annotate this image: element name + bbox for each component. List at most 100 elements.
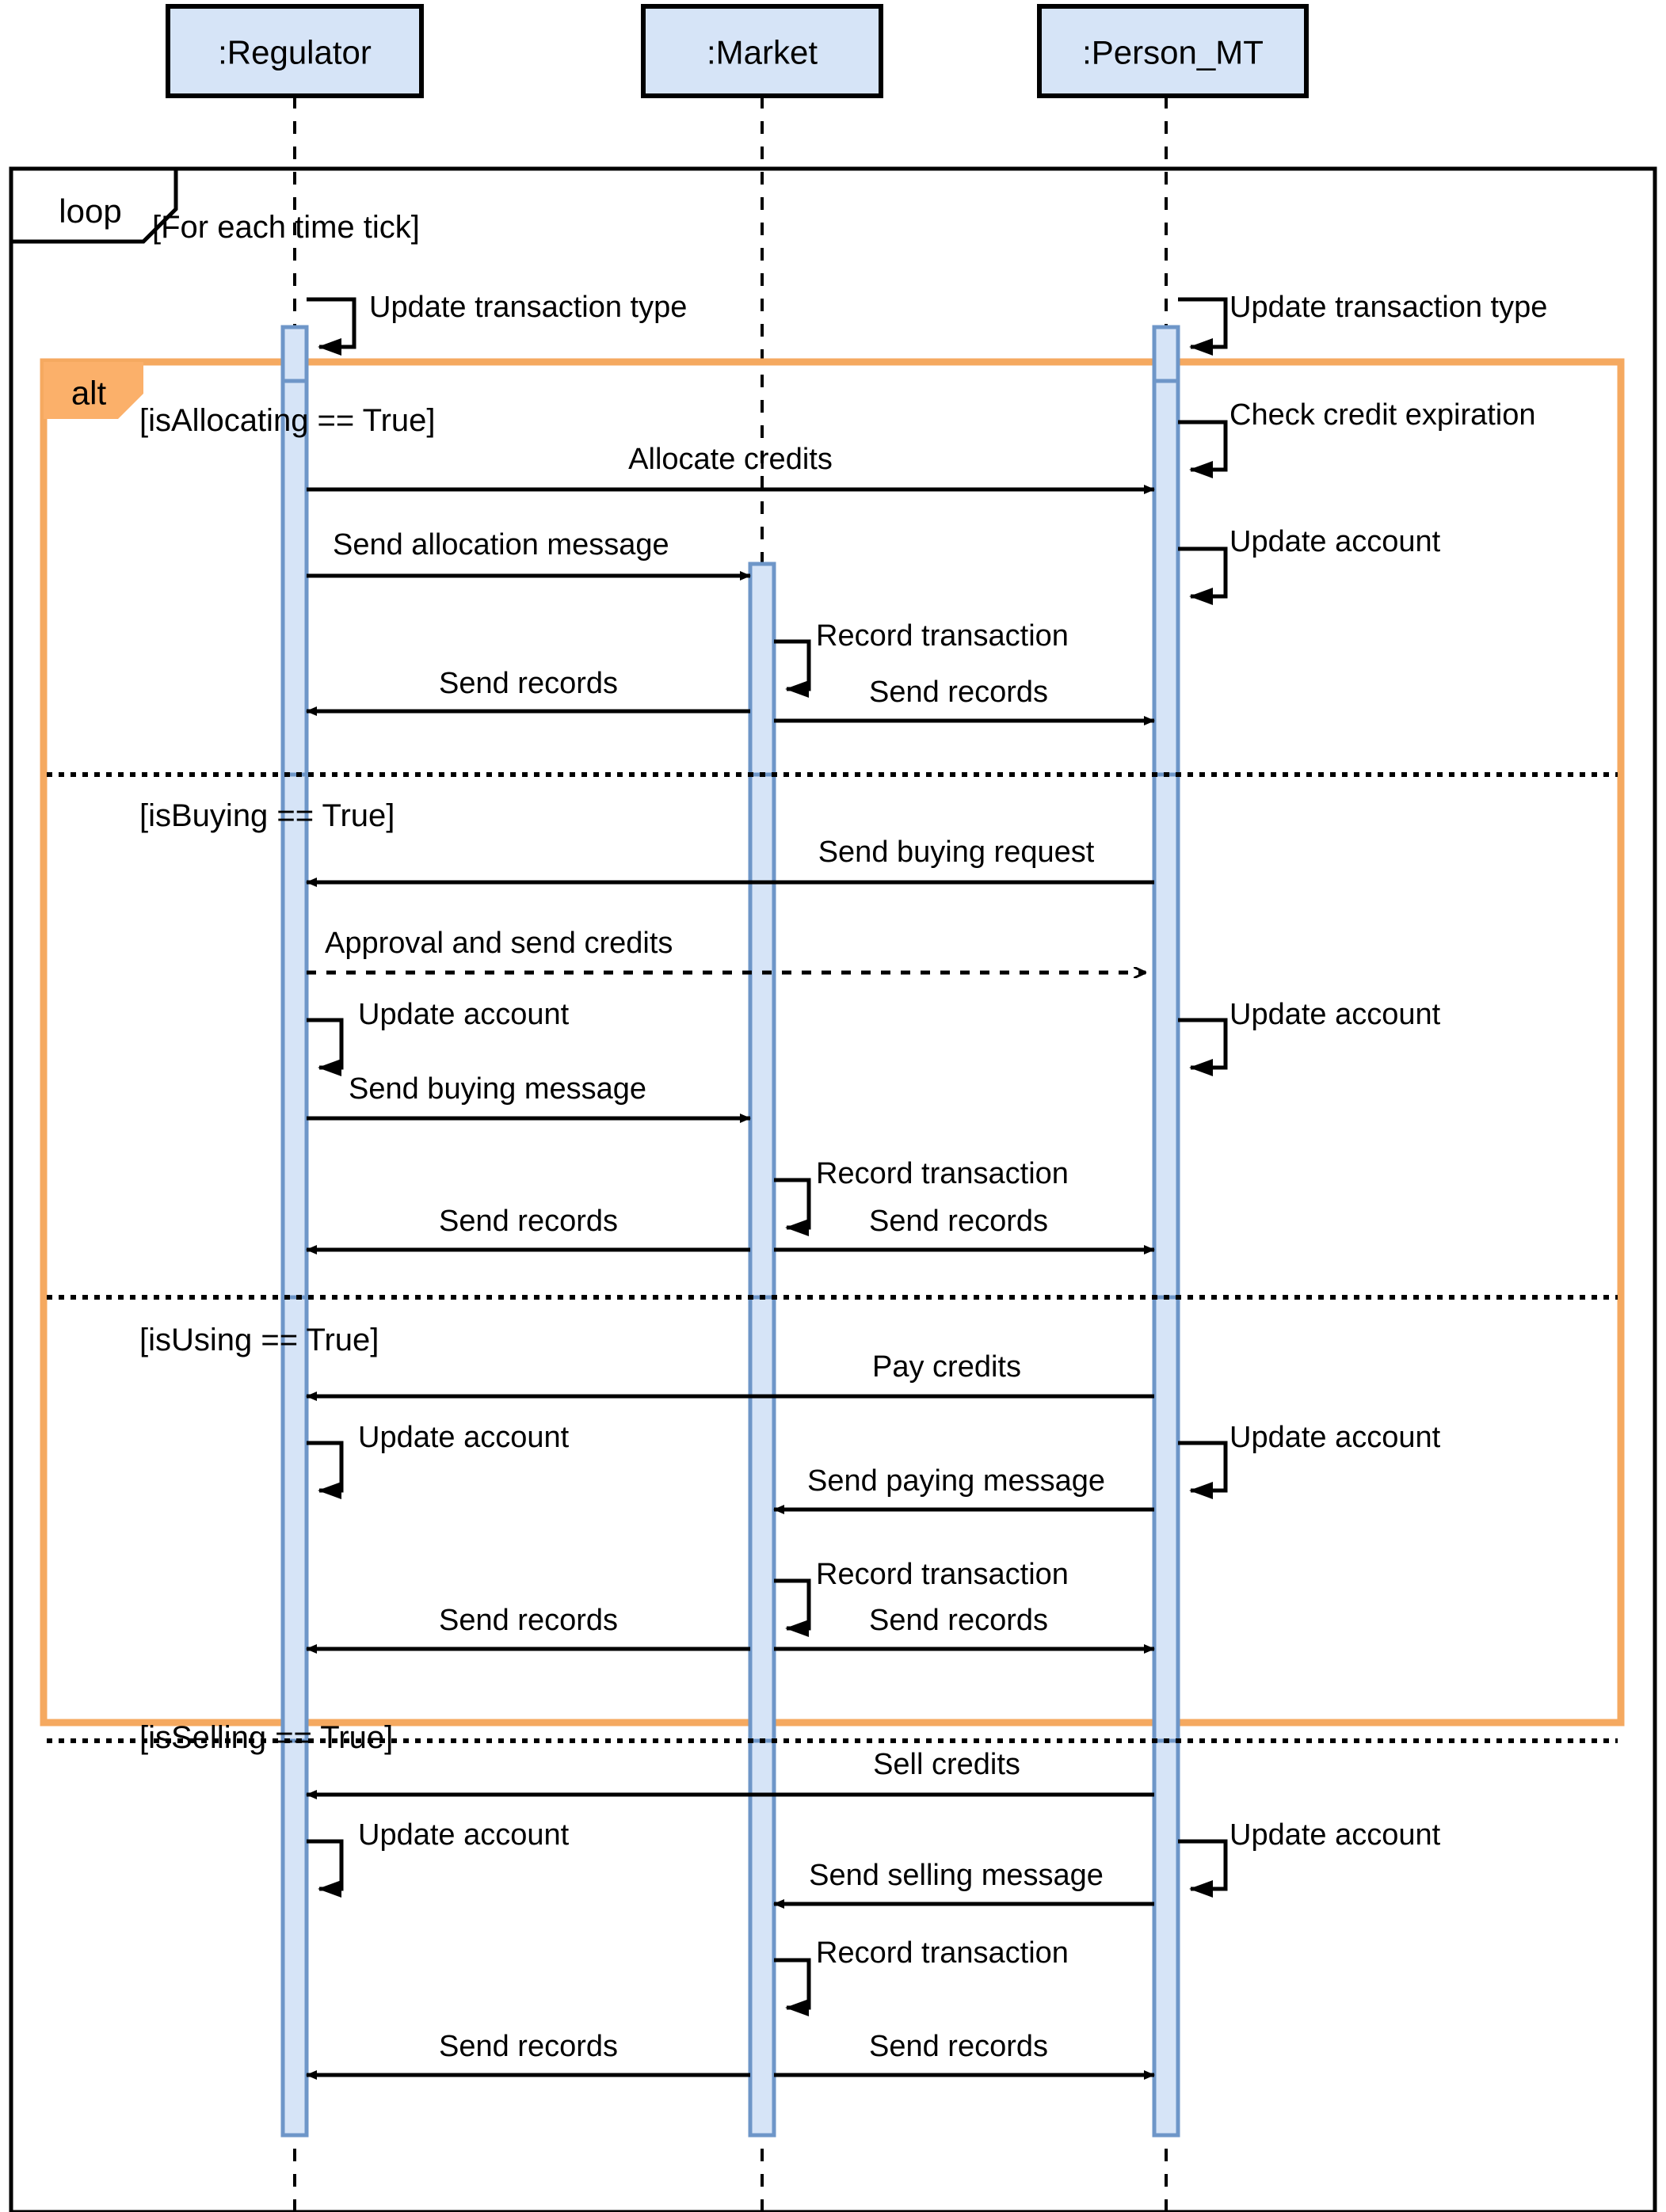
activation-market-3 bbox=[748, 1295, 776, 1743]
msg-self-update-account-person-2-arrow bbox=[1178, 1018, 1228, 1076]
loop-frame-guard: [For each time tick] bbox=[152, 210, 420, 245]
loop-frame-label: loop bbox=[59, 192, 121, 230]
msg-self-record-transaction-2-label: Record transaction bbox=[816, 1157, 1069, 1190]
msg-approval-and-send-credits: Approval and send credits bbox=[307, 927, 1146, 973]
msg-self-update-account-person-2: Update account bbox=[1178, 998, 1441, 1076]
msg-send-records-person-2: Send records bbox=[774, 1205, 1155, 1254]
msg-send-records-regulator-4-label: Send records bbox=[439, 2030, 618, 2063]
msg-send-allocation-message-label: Send allocation message bbox=[333, 528, 669, 562]
msg-send-buying-request-label: Send buying request bbox=[818, 836, 1095, 869]
activation-market-2 bbox=[748, 772, 776, 1300]
msg-send-buying-message-label: Send buying message bbox=[349, 1072, 646, 1106]
messages-group: Update transaction type Update transactio… bbox=[306, 291, 1547, 2080]
msg-sell-credits: Sell credits bbox=[306, 1748, 1154, 1799]
msg-send-records-person-4: Send records bbox=[774, 2030, 1155, 2080]
activation-market-1 bbox=[748, 562, 776, 777]
msg-send-records-person-4-label: Send records bbox=[869, 2030, 1048, 2063]
alt-frame-label: alt bbox=[71, 374, 107, 411]
msg-self-update-account-person-4-label: Update account bbox=[1229, 1818, 1441, 1852]
msg-approval-and-send-credits-label: Approval and send credits bbox=[325, 927, 673, 960]
msg-send-paying-message-label: Send paying message bbox=[807, 1464, 1105, 1498]
alt-fragment-selling-guard: [isSelling == True] bbox=[139, 1720, 393, 1755]
msg-self-update-account-person-3-arrow bbox=[1178, 1441, 1228, 1499]
msg-self-update-account-regulator-2: Update account bbox=[307, 998, 570, 1076]
msg-self-record-transaction-4-arrow bbox=[774, 1958, 811, 2016]
activation-regulator-5 bbox=[280, 1738, 309, 2138]
msg-allocate-credits: Allocate credits bbox=[307, 443, 1155, 494]
participant-box-regulator[interactable] bbox=[166, 4, 424, 98]
msg-self-update-transaction-type-person: Update transaction type bbox=[1178, 291, 1547, 356]
msg-self-update-account-person-3: Update account bbox=[1178, 1421, 1441, 1499]
msg-send-records-person-1-label: Send records bbox=[869, 676, 1048, 709]
activation-regulator-4 bbox=[280, 1295, 309, 1743]
frames-group: loop [For each time tick] alt bbox=[9, 166, 1657, 2212]
msg-self-check-credit-expiration-label: Check credit expiration bbox=[1229, 398, 1536, 432]
msg-self-update-account-regulator-4-label: Update account bbox=[358, 1818, 570, 1852]
msg-self-update-account-person-4: Update account bbox=[1178, 1818, 1441, 1898]
msg-self-update-account-person-1-label: Update account bbox=[1229, 525, 1441, 558]
participant-label-market: :Market bbox=[707, 33, 818, 70]
msg-send-paying-message: Send paying message bbox=[773, 1464, 1154, 1514]
msg-send-selling-message-label: Send selling message bbox=[809, 1859, 1104, 1892]
msg-self-update-account-regulator-4: Update account bbox=[307, 1818, 570, 1898]
msg-send-selling-message: Send selling message bbox=[773, 1859, 1154, 1909]
msg-sell-credits-label: Sell credits bbox=[873, 1748, 1020, 1781]
alt-frame-label-tab bbox=[44, 362, 143, 419]
msg-send-records-person-1: Send records bbox=[774, 676, 1155, 725]
alt-fragment-buying-guard: [isBuying == True] bbox=[139, 798, 395, 833]
msg-self-update-transaction-type-regulator: Update transaction type bbox=[307, 291, 687, 356]
msg-self-update-account-regulator-2-label: Update account bbox=[358, 998, 570, 1031]
msg-self-update-account-regulator-2-arrow bbox=[307, 1018, 344, 1076]
msg-send-records-regulator-1: Send records bbox=[306, 667, 750, 716]
activation-person-4 bbox=[1152, 1295, 1180, 1743]
msg-self-check-credit-expiration: Check credit expiration bbox=[1178, 398, 1536, 478]
msg-allocate-credits-label: Allocate credits bbox=[628, 443, 833, 476]
guards-group: [isAllocating == True] [isBuying == True]… bbox=[139, 403, 436, 1755]
msg-self-update-transaction-type-person-label: Update transaction type bbox=[1229, 291, 1547, 324]
msg-send-records-regulator-1-label: Send records bbox=[439, 667, 618, 700]
msg-send-buying-request: Send buying request bbox=[306, 836, 1154, 887]
msg-self-update-transaction-type-regulator-arrow bbox=[307, 297, 356, 356]
participant-label-person_mt: :Person_MT bbox=[1082, 33, 1264, 70]
loop-frame-label-tab bbox=[9, 166, 178, 244]
msg-self-record-transaction-3: Record transaction bbox=[774, 1558, 1069, 1637]
msg-self-record-transaction-4: Record transaction bbox=[774, 1936, 1069, 2016]
msg-self-update-account-person-2-label: Update account bbox=[1229, 998, 1441, 1031]
alt-frame bbox=[40, 358, 1625, 1727]
msg-send-allocation-message: Send allocation message bbox=[307, 528, 751, 581]
participant-box-market[interactable] bbox=[641, 4, 883, 98]
participant-box-person_mt[interactable] bbox=[1037, 4, 1309, 98]
msg-self-record-transaction-3-label: Record transaction bbox=[816, 1558, 1069, 1591]
alt-fragment-allocating-guard: [isAllocating == True] bbox=[139, 403, 436, 438]
msg-self-record-transaction-1-arrow bbox=[774, 639, 811, 698]
msg-self-update-transaction-type-regulator-label: Update transaction type bbox=[369, 291, 687, 324]
msg-self-record-transaction-2: Record transaction bbox=[774, 1157, 1069, 1236]
msg-self-update-account-regulator-3: Update account bbox=[307, 1421, 570, 1499]
activation-person-1 bbox=[1152, 325, 1180, 383]
msg-send-buying-message: Send buying message bbox=[307, 1072, 751, 1123]
msg-self-record-transaction-1: Record transaction bbox=[774, 619, 1069, 698]
msg-send-records-regulator-2-label: Send records bbox=[439, 1205, 618, 1238]
msg-self-update-account-regulator-3-arrow bbox=[307, 1441, 344, 1499]
activation-regulator-1 bbox=[280, 325, 309, 383]
activation-market-4 bbox=[748, 1738, 776, 2138]
msg-pay-credits: Pay credits bbox=[306, 1350, 1154, 1401]
msg-send-records-person-3-label: Send records bbox=[869, 1604, 1048, 1637]
msg-send-records-person-3: Send records bbox=[774, 1604, 1155, 1654]
alt-fragment-using-guard: [isUsing == True] bbox=[139, 1323, 379, 1357]
msg-self-update-account-person-4-arrow bbox=[1178, 1839, 1228, 1898]
activation-regulator-2 bbox=[280, 379, 309, 777]
activations-group bbox=[280, 325, 1180, 2138]
msg-send-records-regulator-3-label: Send records bbox=[439, 1604, 618, 1637]
loop-frame bbox=[9, 166, 1657, 2212]
msg-self-check-credit-expiration-arrow bbox=[1178, 420, 1228, 478]
participants-group: :Regulator:Market:Person_MT bbox=[166, 4, 1309, 98]
msg-self-update-transaction-type-person-arrow bbox=[1178, 297, 1228, 356]
msg-send-records-regulator-3: Send records bbox=[306, 1604, 750, 1654]
activation-regulator-3 bbox=[280, 772, 309, 1300]
msg-send-records-regulator-4: Send records bbox=[306, 2030, 750, 2080]
activation-person-2 bbox=[1152, 379, 1180, 777]
msg-send-records-regulator-2: Send records bbox=[306, 1205, 750, 1254]
